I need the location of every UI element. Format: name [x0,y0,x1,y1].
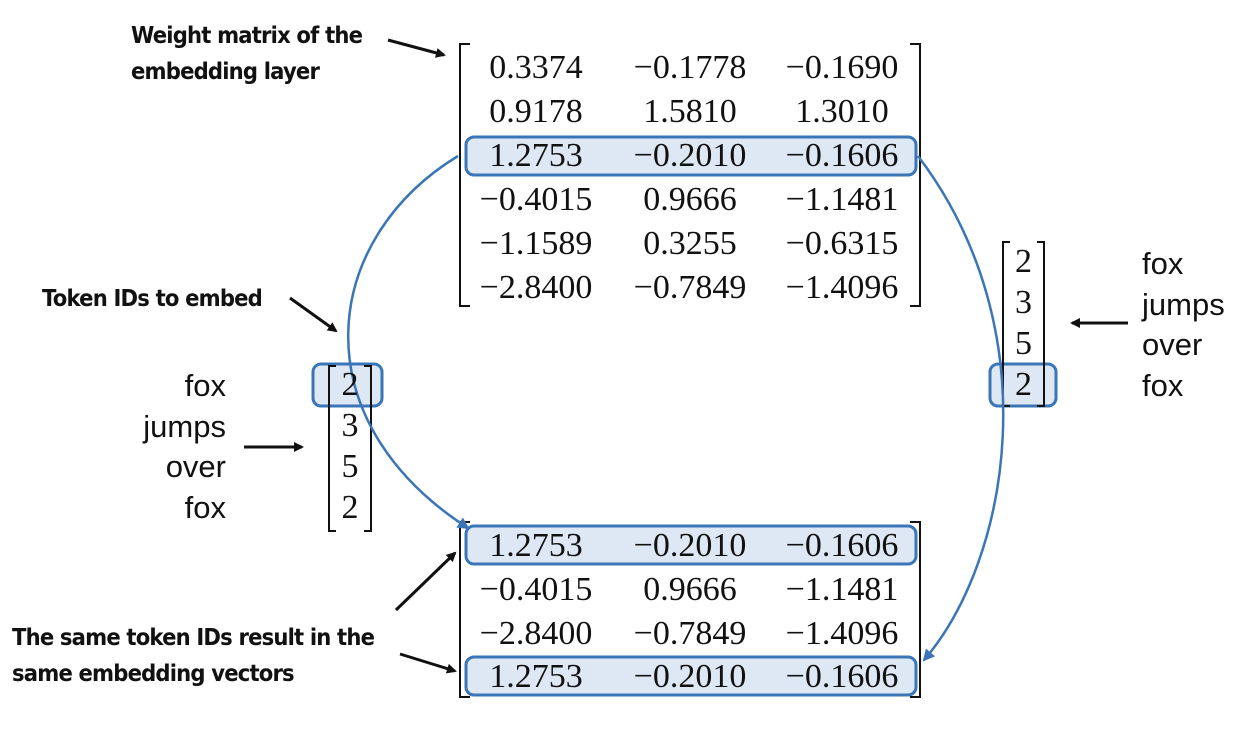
arrow-token-caption [289,296,338,333]
highlight-row-weight [464,135,918,177]
matrix-cell: −0.1690 [785,49,899,86]
matrix-cell: 0.9666 [643,181,737,218]
matrix-cell: −0.4015 [479,181,593,218]
caption-weight-line-1: Weight matrix of the [131,23,363,49]
matrix-cell: 1.2753 [489,137,583,174]
matrix-cell: −0.2010 [633,527,747,564]
left-token-words: fox jumps over fox [110,366,226,528]
matrix-cell: −0.1606 [785,527,899,564]
caption-same-line-1: The same token IDs result in the [12,625,375,651]
left-word: over [165,449,226,484]
right-token-id: 5 [1015,325,1032,362]
highlight-row-embedded-first [464,524,918,566]
matrix-cell: −0.2010 [633,137,747,174]
right-token-id-vector: 2 3 5 2 [1003,242,1044,407]
weight-matrix-row: −0.4015 0.9666 −1.1481 [460,178,920,222]
weight-matrix-row: 0.3374 −0.1778 −0.1690 [460,46,920,90]
matrix-cell: 1.3010 [795,93,889,130]
weight-matrix-left-bracket [459,43,470,307]
left-word: fox [184,489,226,525]
right-token-id: 2 [1015,243,1032,280]
caption-same-ids: The same token IDs result in the same em… [12,620,375,692]
weight-matrix-row: −1.1589 0.3255 −0.6315 [460,222,920,266]
matrix-cell: −0.6315 [785,225,899,262]
left-vector-right-bracket [364,365,372,532]
right-word: fox [1142,246,1184,281]
caption-token-ids: Token IDs to embed [42,281,263,317]
caption-same-line-2: same embedding vectors [12,661,295,687]
left-token-id-vector: 2 3 5 2 [329,365,371,530]
weight-matrix-right-bracket [910,43,921,307]
embedded-matrix-row-highlighted: 1.2753 −0.2010 −0.1606 [460,655,920,699]
left-word: jumps [143,408,226,444]
matrix-cell: −0.1606 [785,137,899,174]
matrix-cell: 0.9178 [489,93,583,130]
matrix-cell: −1.1589 [479,225,593,262]
weight-matrix: 0.3374 −0.1778 −0.1690 0.9178 1.5810 1.3… [460,46,920,310]
matrix-cell: −0.2010 [633,658,747,695]
matrix-cell: 1.2753 [489,658,583,695]
left-token-id: 2 [341,366,359,403]
right-vector-left-bracket [1002,241,1010,407]
left-word: fox [184,368,226,403]
arrow-same-caption-down [399,652,457,674]
embedded-matrix-row: −0.4015 0.9666 −1.1481 [460,568,920,612]
weight-matrix-row: −2.8400 −0.7849 −1.4096 [460,266,920,310]
right-vector-right-bracket [1037,241,1045,407]
right-word: fox [1142,367,1184,403]
embedded-matrix-row-highlighted: 1.2753 −0.2010 −0.1606 [460,524,920,568]
matrix-cell: −2.8400 [479,269,593,306]
left-token-id: 3 [341,407,359,444]
right-token-id: 3 [1015,284,1032,321]
left-token-id: 5 [341,448,359,485]
embedded-matrix: 1.2753 −0.2010 −0.1606 −0.4015 0.9666 −1… [460,524,920,700]
highlight-row-embedded-last [464,655,918,697]
matrix-cell: −1.1481 [785,571,899,608]
embedded-matrix-row: −2.8400 −0.7849 −1.4096 [460,612,920,656]
matrix-cell: −0.7849 [633,615,747,652]
arrow-weight-caption [387,38,446,58]
highlight-token-right [988,362,1058,408]
weight-matrix-row: 0.9178 1.5810 1.3010 [460,90,920,134]
matrix-cell: 0.9666 [643,571,737,608]
matrix-cell: −0.1778 [633,49,747,86]
matrix-cell: −0.7849 [633,269,747,306]
right-word: over [1142,327,1203,362]
caption-token-line: Token IDs to embed [42,286,263,312]
left-vector-left-bracket [328,365,336,532]
left-token-id: 2 [341,489,359,526]
arrow-same-caption-up [394,551,457,612]
weight-matrix-row-highlighted: 1.2753 −0.2010 −0.1606 [460,134,920,178]
matrix-cell: −0.1606 [785,658,899,695]
right-token-words: fox jumps over fox [1142,244,1242,406]
matrix-cell: −2.8400 [479,615,593,652]
matrix-cell: −1.4096 [785,615,899,652]
caption-weight-line-2: embedding layer [131,59,320,85]
matrix-cell: 1.2753 [489,527,583,564]
matrix-cell: 1.5810 [643,93,737,130]
matrix-cell: 0.3374 [489,49,583,86]
right-word: jumps [1142,286,1225,322]
lookup-arrow-left [347,154,470,530]
caption-weight-matrix: Weight matrix of the embedding layer [131,18,363,90]
right-token-id: 2 [1015,366,1032,403]
matrix-cell: −1.4096 [785,269,899,306]
matrix-cell: 0.3255 [643,225,737,262]
lookup-arrow-right [917,155,1005,662]
embedded-matrix-right-bracket [910,521,921,698]
matrix-cell: −1.1481 [785,181,899,218]
highlight-token-left [311,362,384,408]
matrix-cell: −0.4015 [479,571,593,608]
